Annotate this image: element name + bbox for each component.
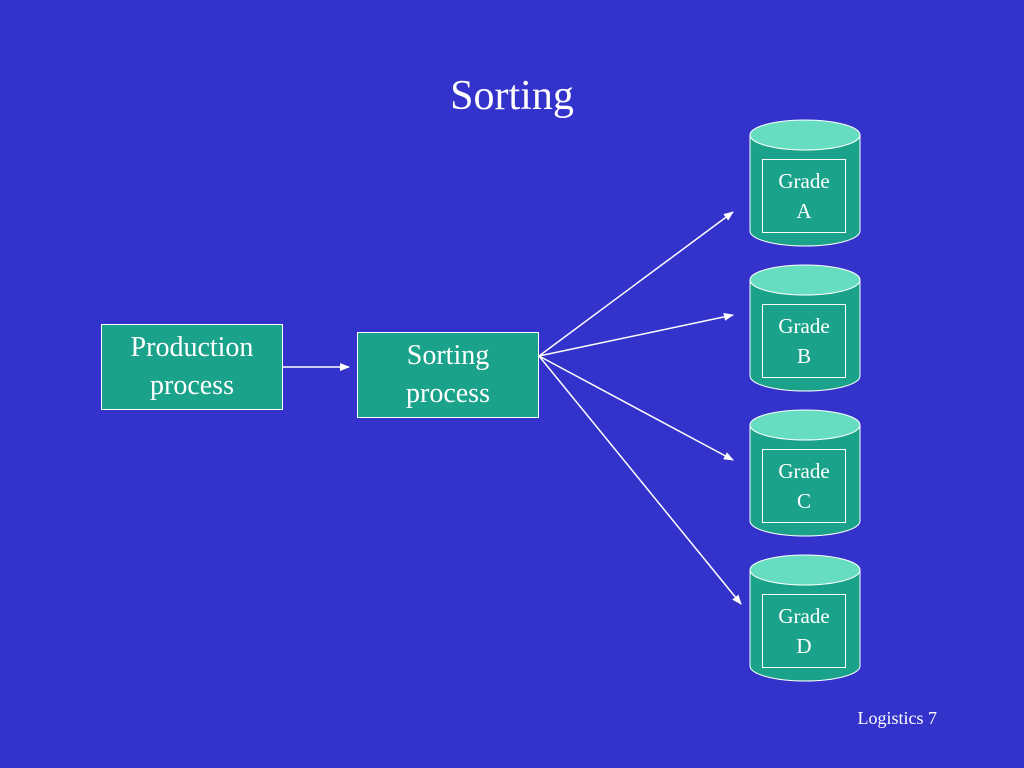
arrow-to-grade-a <box>538 211 734 357</box>
arrow-to-grade-b <box>538 312 734 357</box>
production-process-box: Production process <box>101 324 283 410</box>
grade-b-line2: B <box>796 344 811 368</box>
arrow-to-grade-d <box>538 355 742 605</box>
grade-d-cylinder: Grade D <box>749 554 861 682</box>
grade-d-line1: Grade <box>778 604 830 628</box>
grade-c-line1: Grade <box>778 459 830 483</box>
grade-b-line1: Grade <box>778 314 830 338</box>
slide-title: Sorting <box>450 73 574 119</box>
grade-d-label: Grade D <box>762 594 846 668</box>
grade-b-cylinder: Grade B <box>749 264 861 392</box>
sorting-box-line1: Sorting <box>406 340 490 371</box>
grade-a-cylinder: Grade A <box>749 119 861 247</box>
grade-a-line1: Grade <box>778 169 830 193</box>
grade-c-line2: C <box>796 489 811 513</box>
grade-d-line2: D <box>796 634 812 658</box>
production-box-line2: process <box>150 370 234 401</box>
grade-c-cylinder: Grade C <box>749 409 861 537</box>
arrow-to-grade-c <box>538 355 734 461</box>
grade-a-line2: A <box>796 199 812 223</box>
grade-b-label: Grade B <box>762 304 846 378</box>
cylinder-shape <box>749 264 861 392</box>
production-box-line1: Production <box>130 332 254 363</box>
cylinder-shape <box>749 119 861 247</box>
sorting-process-box: Sorting process <box>357 332 539 418</box>
cylinder-shape <box>749 554 861 682</box>
grade-a-label: Grade A <box>762 159 846 233</box>
slide-footer: Logistics 7 <box>857 708 938 728</box>
grade-c-label: Grade C <box>762 449 846 523</box>
sorting-box-line2: process <box>406 378 490 409</box>
cylinder-shape <box>749 409 861 537</box>
